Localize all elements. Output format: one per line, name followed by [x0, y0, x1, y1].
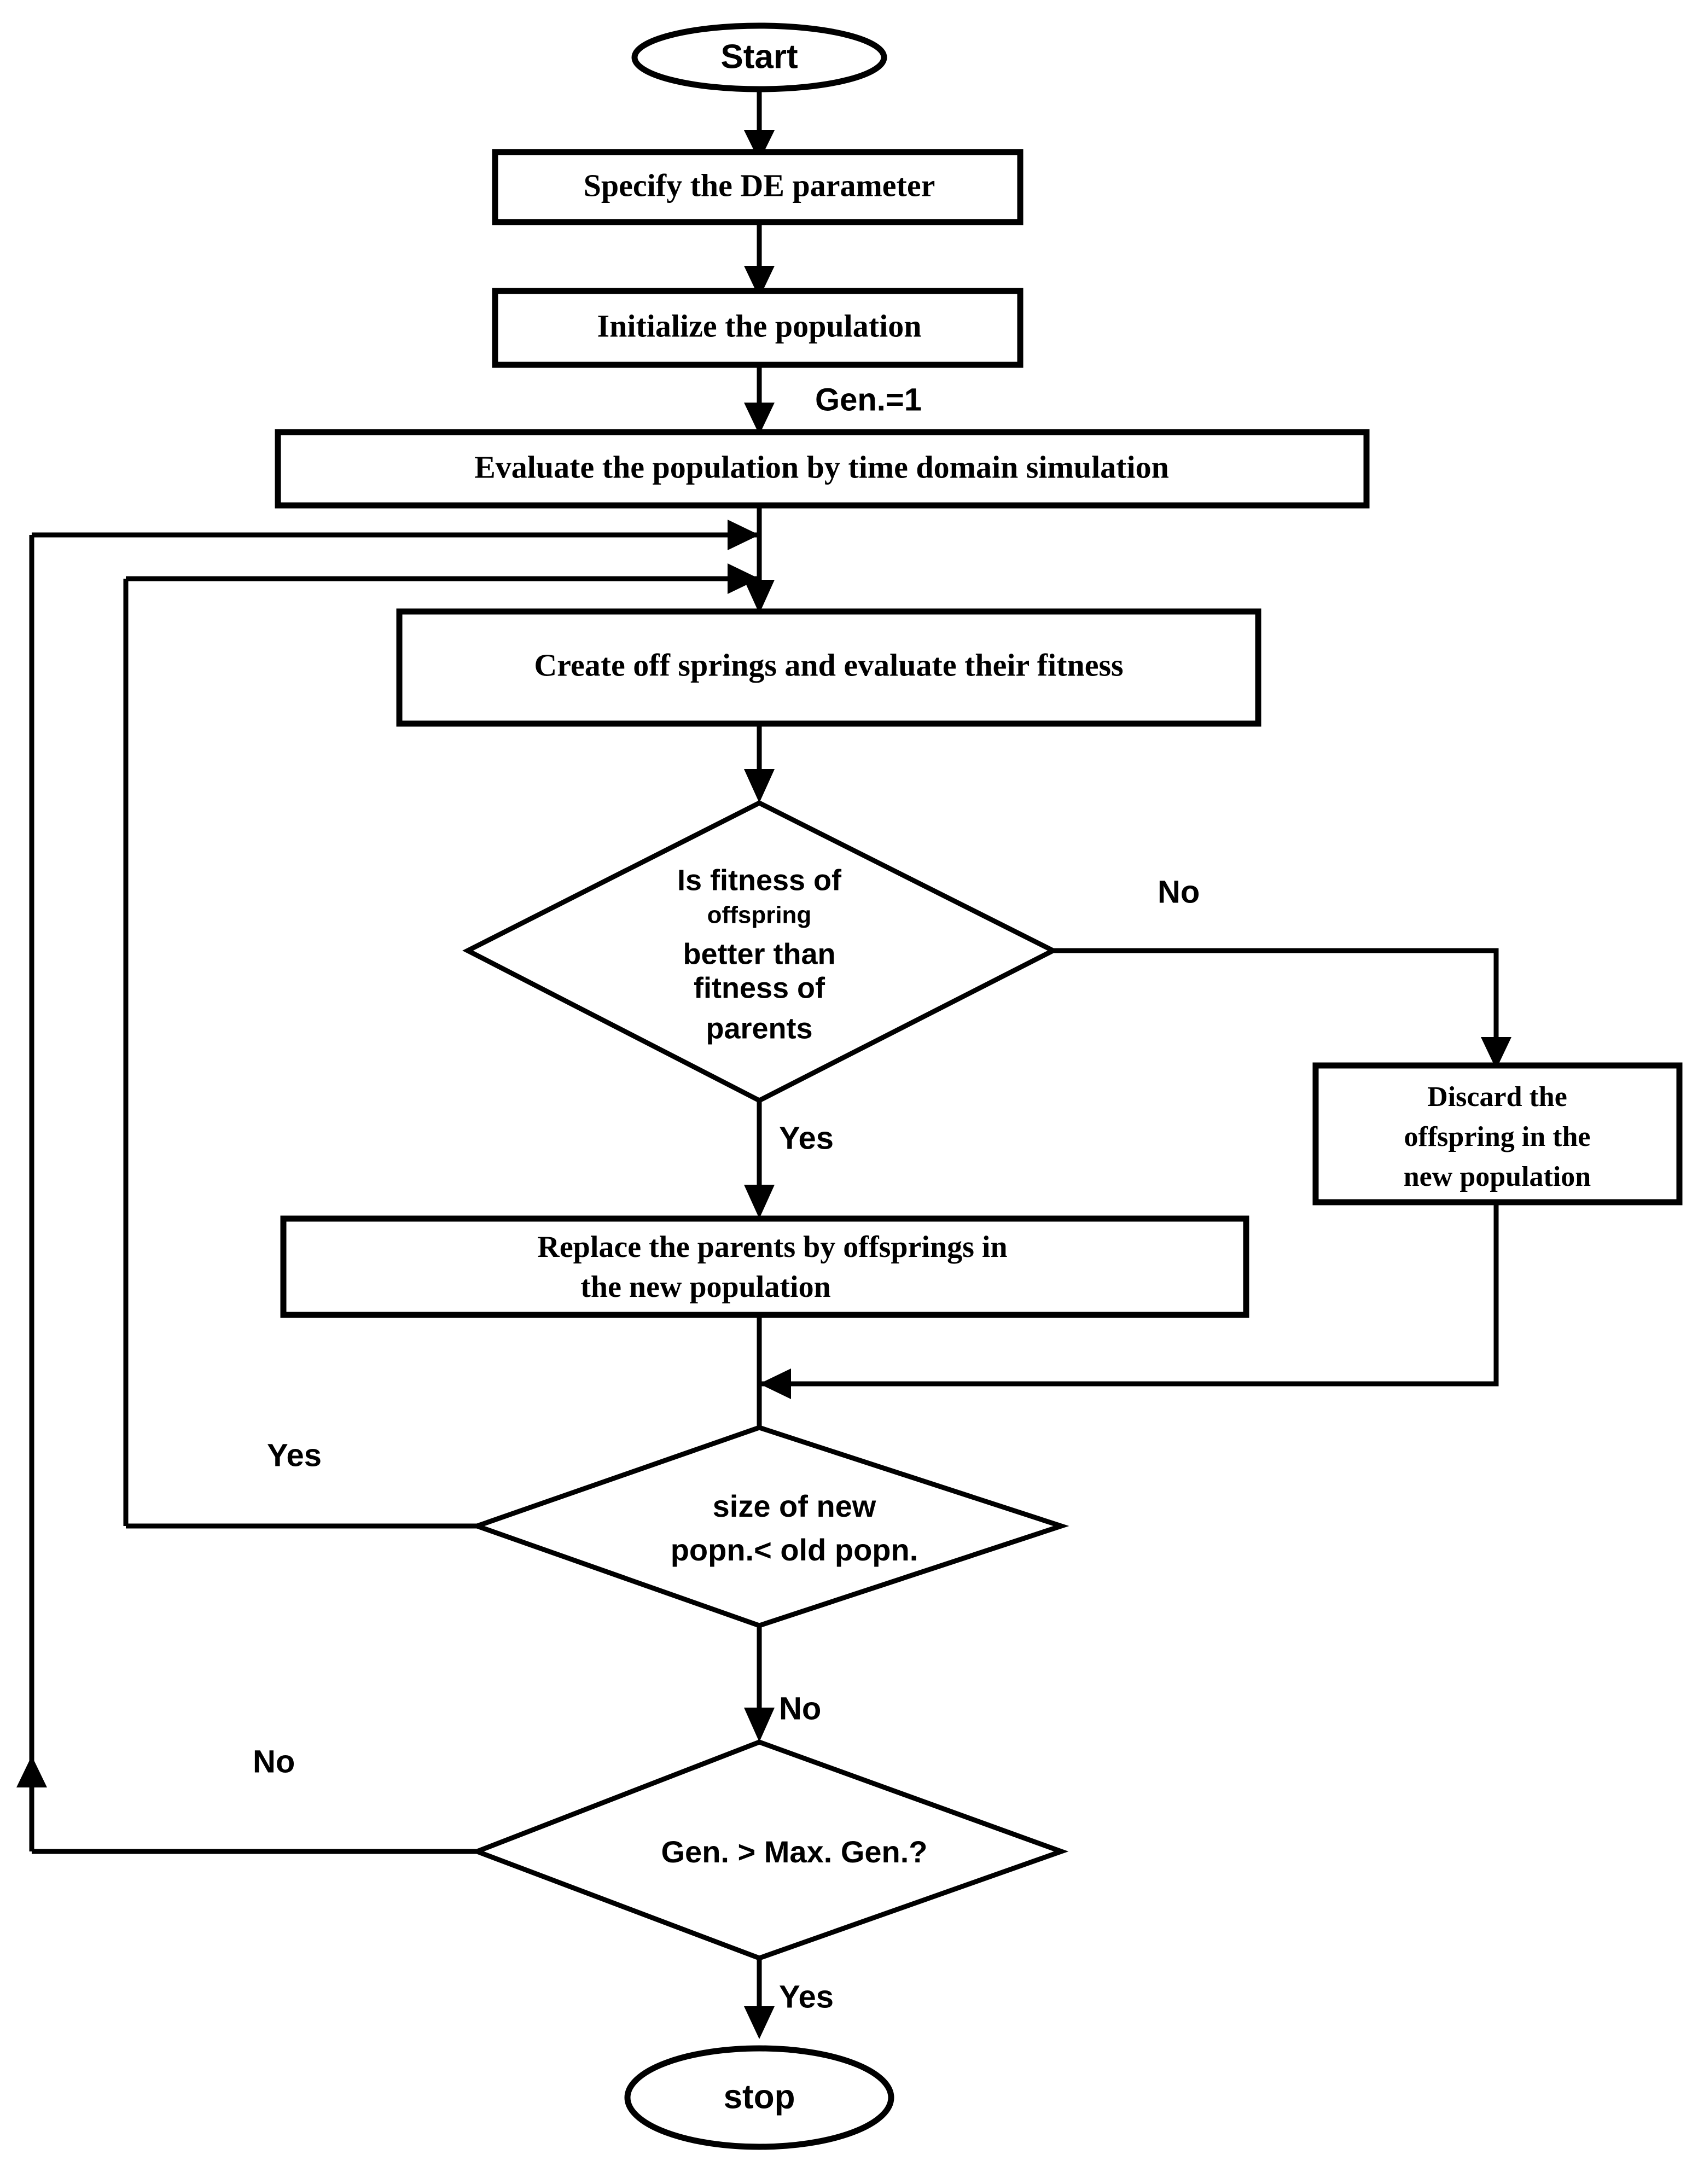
connector-fitness-no-to-discard	[1053, 948, 1499, 1056]
edge-label-size-no: No	[779, 1691, 821, 1726]
node-discard-offspring-line2: offspring in the	[1404, 1121, 1591, 1152]
arrow-outer-loopback-up	[16, 1756, 47, 1787]
arrow-specify-to-initialize	[744, 266, 775, 298]
node-replace-parents[interactable]	[280, 1215, 1249, 1318]
arrow-start-to-specify	[744, 130, 775, 161]
edge-label-gen-init: Gen.=1	[815, 382, 922, 417]
edge-label-fitness-no: No	[1158, 874, 1200, 910]
connector-discard-to-merge	[759, 1203, 1499, 1387]
node-create-offsprings[interactable]	[396, 608, 1261, 727]
node-fitness-decision-line5: parents	[706, 1012, 812, 1045]
node-fitness-decision[interactable]	[462, 800, 1059, 1104]
arrow-outer-loopback	[728, 520, 759, 550]
node-replace-parents-line2: the new population	[580, 1270, 830, 1304]
node-specify-params-label: Specify the DE parameter	[584, 167, 935, 203]
node-fitness-decision-line4: fitness of	[694, 971, 825, 1004]
node-specify-params[interactable]	[492, 149, 1024, 225]
node-discard-offspring[interactable]	[1312, 1062, 1683, 1205]
node-size-decision-line1: size of new	[713, 1489, 876, 1523]
arrow-evaluate-to-create	[744, 580, 775, 614]
node-evaluate-population-label: Evaluate the population by time domain s…	[474, 449, 1169, 485]
node-initialize-population[interactable]	[492, 288, 1024, 368]
edge-label-size-yes: Yes	[267, 1437, 322, 1473]
arrow-create-to-fitness	[744, 769, 775, 803]
edge-label-fitness-yes: Yes	[779, 1120, 834, 1156]
node-discard-offspring-line1: Discard the	[1427, 1081, 1567, 1113]
node-fitness-decision-line3: better than	[683, 937, 835, 970]
node-gen-decision-line1: Gen. > Max. Gen.?	[661, 1834, 927, 1869]
arrow-discard-merge	[759, 1368, 791, 1399]
node-stop-label: stop	[724, 2078, 795, 2116]
node-start-label: Start	[720, 38, 798, 75]
edge-label-gen-yes: Yes	[779, 1979, 834, 2014]
arrow-fitness-yes-to-replace	[744, 1185, 775, 1219]
node-start[interactable]	[631, 22, 887, 92]
node-create-offsprings-label: Create off springs and evaluate their fi…	[534, 647, 1123, 683]
node-gen-decision[interactable]	[470, 1739, 1069, 1961]
arrow-initialize-to-evaluate	[744, 403, 775, 435]
arrow-size-no-to-gen	[744, 1708, 775, 1742]
node-evaluate-population[interactable]	[275, 429, 1370, 509]
node-fitness-decision-line1: Is fitness of	[677, 864, 842, 896]
node-initialize-population-label: Initialize the population	[597, 308, 922, 343]
node-size-decision[interactable]	[469, 1425, 1069, 1628]
node-fitness-decision-line2: offspring	[707, 902, 812, 929]
arrow-inner-loopback	[728, 563, 759, 594]
edge-label-gen-no: No	[253, 1744, 295, 1779]
node-stop[interactable]	[624, 2045, 894, 2150]
node-discard-offspring-line3: new population	[1404, 1161, 1591, 1192]
arrow-fitness-no-to-discard	[1481, 1037, 1511, 1069]
node-replace-parents-line1: Replace the parents by offsprings in	[537, 1230, 1007, 1264]
arrow-gen-yes-to-stop	[744, 2006, 775, 2039]
node-size-decision-line2: popn.< old popn.	[671, 1533, 918, 1567]
